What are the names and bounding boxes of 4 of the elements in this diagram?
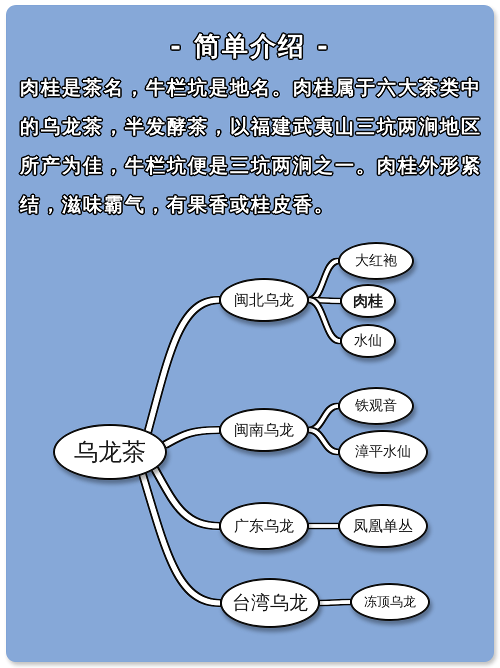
branch-line xyxy=(308,428,338,454)
intro-paragraph: 肉桂是茶名，牛栏坑是地名。肉桂属于六大茶类中的乌龙茶，半发酵茶，以福建武夷山三坑两涧地区所产为佳，牛栏坑便是三坑两涧之一。肉桂外形紧结，滋味霸气，有果香或桂皮香。 xyxy=(20,76,483,218)
title: - 简单介绍 - xyxy=(169,31,331,64)
branch-line xyxy=(308,404,338,432)
